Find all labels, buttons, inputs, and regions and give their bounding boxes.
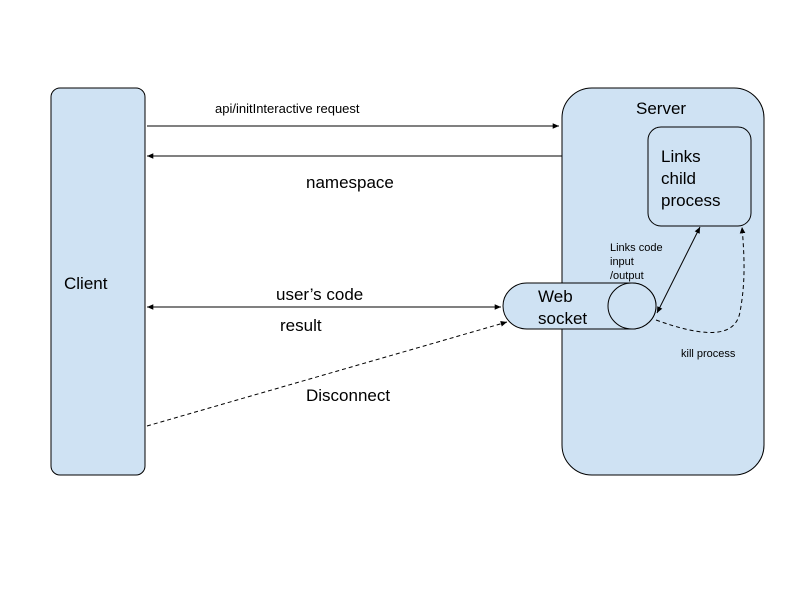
- server-label: Server: [636, 99, 686, 118]
- links-io-label-line-2: input: [610, 256, 634, 268]
- users-code-label: user’s code: [276, 285, 363, 304]
- links-process-label-line-2: child: [661, 169, 696, 188]
- web-socket-label-line-2: socket: [538, 309, 587, 328]
- init-request-label: api/initInteractive request: [215, 101, 360, 116]
- namespace-label: namespace: [306, 173, 394, 192]
- disconnect-label: Disconnect: [306, 386, 390, 405]
- links-child-process-node: [647, 126, 752, 227]
- client-node: [50, 87, 146, 476]
- result-label: result: [280, 316, 322, 335]
- disconnect-arrow: [146, 321, 508, 427]
- links-io-arrow: [656, 226, 701, 314]
- web-socket-label-line-1: Web: [538, 287, 573, 306]
- links-io-label-line-1: Links code: [610, 242, 663, 254]
- links-process-label-line-1: Links: [661, 147, 701, 166]
- web-socket-cylinder-end: [607, 282, 657, 330]
- links-io-label-line-3: /output: [610, 270, 644, 282]
- kill-process-arrow: [655, 226, 746, 334]
- client-label: Client: [64, 274, 108, 293]
- kill-process-label: kill process: [681, 348, 736, 360]
- links-process-label-line-3: process: [661, 191, 721, 210]
